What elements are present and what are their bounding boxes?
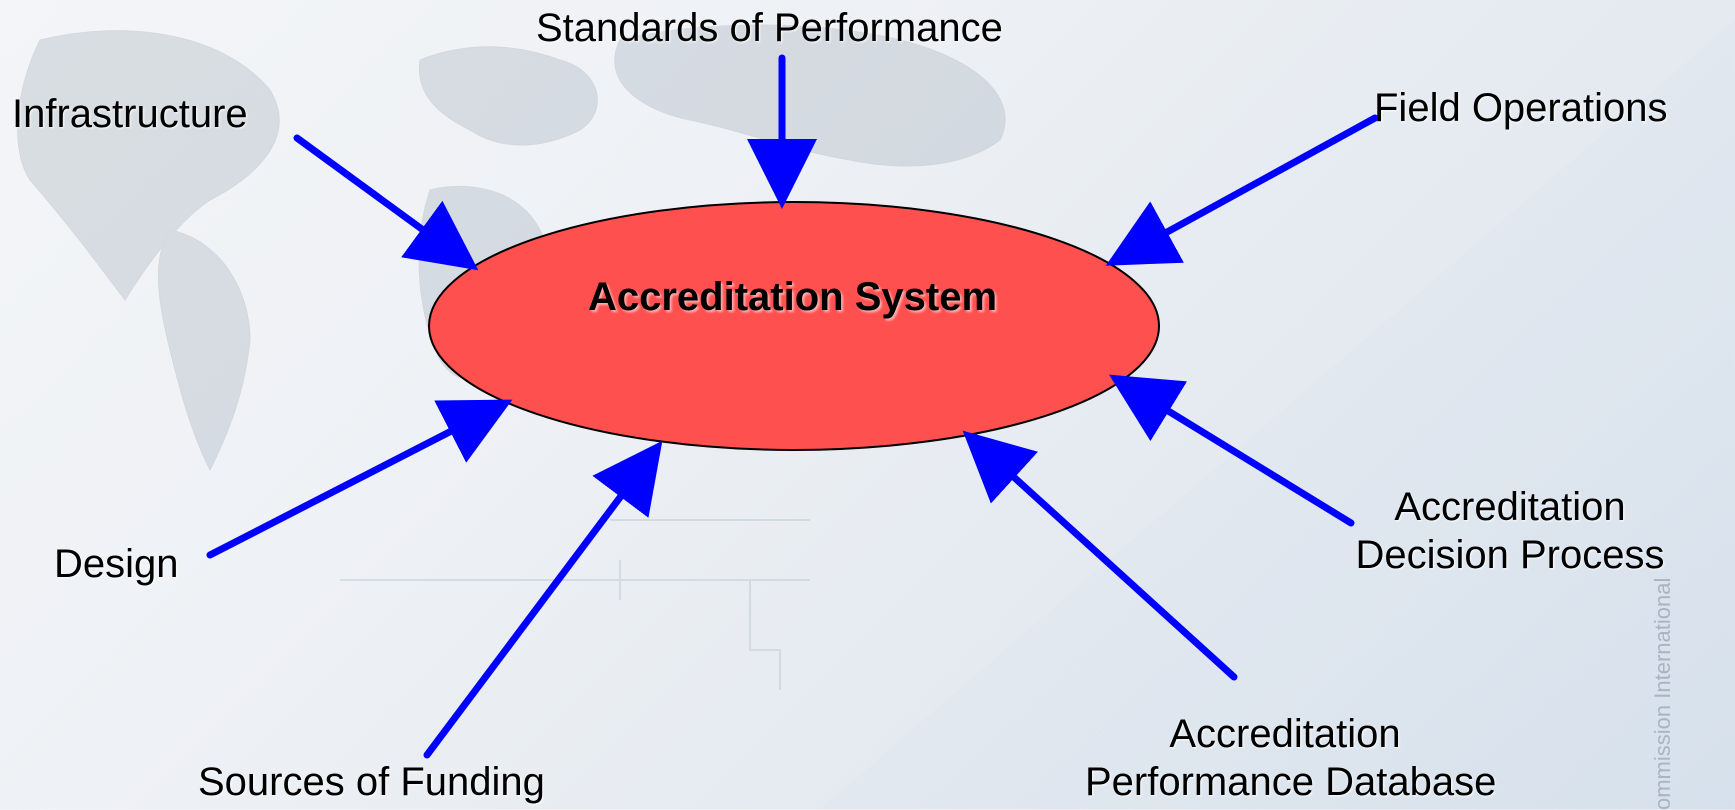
center-label: Accreditation System	[587, 275, 998, 319]
arrow-performance-database	[962, 430, 1238, 681]
node-accreditation-decision-process-line2: Decision Process	[1355, 533, 1665, 577]
node-accreditation-performance-database-line1: Accreditation	[1169, 712, 1401, 756]
arrow-sources-of-funding	[423, 440, 663, 759]
node-standards-of-performance: Standards of Performance	[536, 6, 1003, 50]
node-infrastructure: Infrastructure	[12, 92, 248, 136]
node-accreditation-performance-database-line2: Performance Database	[1085, 760, 1497, 804]
center-ellipse	[428, 201, 1160, 451]
node-design: Design	[54, 542, 179, 586]
node-accreditation-decision-process-line1: Accreditation	[1394, 485, 1626, 529]
arrow-decision-process	[1109, 374, 1355, 527]
watermark-text: ommission International	[1650, 577, 1675, 810]
arrow-field-operations	[1105, 114, 1379, 266]
arrow-infrastructure	[293, 134, 479, 271]
node-accreditation-decision-process: Accreditation Decision Process	[1320, 483, 1700, 579]
arrow-design	[206, 399, 513, 559]
node-accreditation-performance-database: Accreditation Performance Database	[1085, 710, 1497, 806]
node-field-operations: Field Operations	[1374, 86, 1668, 130]
node-sources-of-funding: Sources of Funding	[198, 760, 545, 804]
